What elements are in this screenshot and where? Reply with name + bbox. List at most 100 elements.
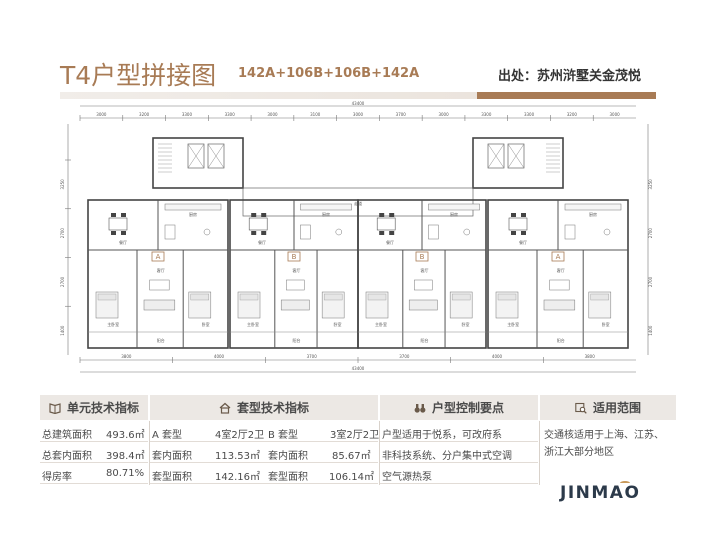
- coffee-table: [149, 279, 170, 291]
- chair: [111, 213, 116, 217]
- coffee-table: [286, 279, 305, 291]
- page-subtitle: 142A+106B+106B+142A: [238, 66, 420, 81]
- room-label-living: 客厅: [557, 267, 565, 273]
- dim-text-bottom: 4000: [214, 354, 225, 359]
- chair: [511, 213, 516, 217]
- source-label: 出处：苏州浒墅关金茂悦: [498, 69, 642, 84]
- suite-a-metric-label: 套型面积: [152, 472, 192, 483]
- header-suite-metrics-label: 套型技术指标: [236, 401, 309, 415]
- room-label-corridor: 走道: [354, 200, 362, 206]
- sofa: [143, 299, 176, 311]
- dim-text-bottom: 3800: [121, 354, 132, 359]
- wall-outline: [87, 137, 629, 349]
- unit-tag-box: [415, 251, 429, 262]
- header-suite-metrics: 套型技术指标: [150, 395, 378, 420]
- suite-a-name: A 套型: [152, 430, 183, 441]
- furniture-layer: [95, 203, 622, 319]
- pillow: [97, 293, 117, 301]
- pillow: [239, 293, 259, 301]
- chair: [521, 231, 526, 235]
- room-labels: 客厅餐厅厨房主卧室卧室阳台客厅餐厅厨房主卧室卧室阳台客厅餐厅厨房主卧室卧室阳台客…: [107, 200, 609, 343]
- dim-text-right: 2700: [648, 228, 653, 239]
- room-label-dining: 餐厅: [119, 239, 127, 245]
- suite-b-name: B 套型: [268, 430, 299, 441]
- kitchen-counter: [428, 203, 480, 211]
- dim-text-bottom: 3700: [399, 354, 410, 359]
- book-icon: [49, 402, 61, 414]
- dim-text-top: 3300: [182, 112, 193, 117]
- info-table: 单元技术指标 套型技术指标 户型控制要点 适用范围 总建筑面积 493.6㎡ 总…: [40, 395, 676, 493]
- sofa: [543, 299, 576, 311]
- kitchen-counter: [564, 203, 622, 211]
- dining-table: [108, 217, 128, 231]
- dim-text-left: 2700: [60, 276, 65, 287]
- room-label-dining: 餐厅: [386, 239, 394, 245]
- dim-text-left: 1400: [60, 325, 65, 336]
- header-unit-metrics: 单元技术指标: [40, 395, 148, 420]
- scope-line: 浙江大部分地区: [544, 447, 614, 458]
- elevator-cross: [487, 143, 505, 169]
- unit-metric-label: 总套内面积: [42, 451, 92, 462]
- elevator-cross: [187, 143, 205, 169]
- bathtub: [164, 224, 176, 240]
- dining-table: [248, 217, 268, 231]
- room-label-dining: 餐厅: [258, 239, 266, 245]
- dim-text-top-total: 43400: [352, 101, 365, 106]
- header-control-points-label: 户型控制要点: [431, 401, 504, 415]
- toilet: [463, 228, 471, 236]
- dining-table: [376, 217, 396, 231]
- sofa: [280, 299, 310, 311]
- dim-text-bottom-total: 43400: [352, 366, 365, 371]
- elevator-shaft: [507, 143, 525, 169]
- suite-a-metric-value: 113.53㎡: [215, 451, 260, 462]
- room-label-bedroom: 卧室: [602, 321, 610, 327]
- dim-text-top: 3300: [481, 112, 492, 117]
- unit-tag-text: A: [156, 253, 161, 261]
- room-label-bedroom: 卧室: [462, 321, 470, 327]
- suite-b-metric-label: 套型面积: [268, 472, 308, 483]
- row-divider: [380, 462, 538, 463]
- header-divider-accent: [478, 92, 656, 99]
- dim-text-right: 3250: [648, 179, 653, 190]
- toilet: [335, 228, 343, 236]
- chair: [121, 213, 126, 217]
- page-title: T4户型拼接图: [60, 61, 217, 90]
- unit-tag-box: [151, 251, 165, 262]
- pillow: [590, 293, 609, 301]
- dim-text-top: 3200: [139, 112, 150, 117]
- suite-b-layout: 3室2厅2卫: [330, 430, 380, 441]
- row-divider: [40, 462, 148, 463]
- row-divider: [40, 483, 148, 484]
- suite-a-metric-label: 套内面积: [152, 451, 192, 462]
- coffee-table: [549, 279, 570, 291]
- row-divider: [150, 441, 378, 442]
- house-icon: [219, 402, 231, 414]
- logo-accent-mark: [620, 481, 630, 485]
- elevator-shaft: [187, 143, 205, 169]
- dim-text-right: 2700: [648, 276, 653, 287]
- elevator-cross: [507, 143, 525, 169]
- dim-text-top: 3100: [310, 112, 321, 117]
- jinmao-logo: JINMAO: [560, 483, 641, 503]
- unit-metric-label: 得房率: [42, 472, 72, 483]
- dim-text-top: 3000: [610, 112, 621, 117]
- room-label-balcony: 阳台: [293, 337, 301, 343]
- chair: [251, 231, 257, 235]
- kitchen-counter: [164, 203, 222, 211]
- unit-metric-label: 总建筑面积: [42, 430, 92, 441]
- unit-tag-box: [551, 251, 565, 262]
- elevator-shaft: [487, 143, 505, 169]
- room-label-master: 主卧室: [507, 321, 519, 327]
- dim-text-right: 1400: [648, 325, 653, 336]
- row-divider: [150, 483, 378, 484]
- dim-text-top: 3000: [96, 112, 107, 117]
- room-label-kitchen: 厨房: [450, 211, 458, 217]
- header-control-points: 户型控制要点: [380, 395, 538, 420]
- suite-a-layout: 4室2厅2卫: [215, 430, 265, 441]
- dining-table: [508, 217, 528, 231]
- room-label-dining: 餐厅: [519, 239, 527, 245]
- suite-b-metric-label: 套内面积: [268, 451, 308, 462]
- unit-tag-text: B: [420, 253, 425, 261]
